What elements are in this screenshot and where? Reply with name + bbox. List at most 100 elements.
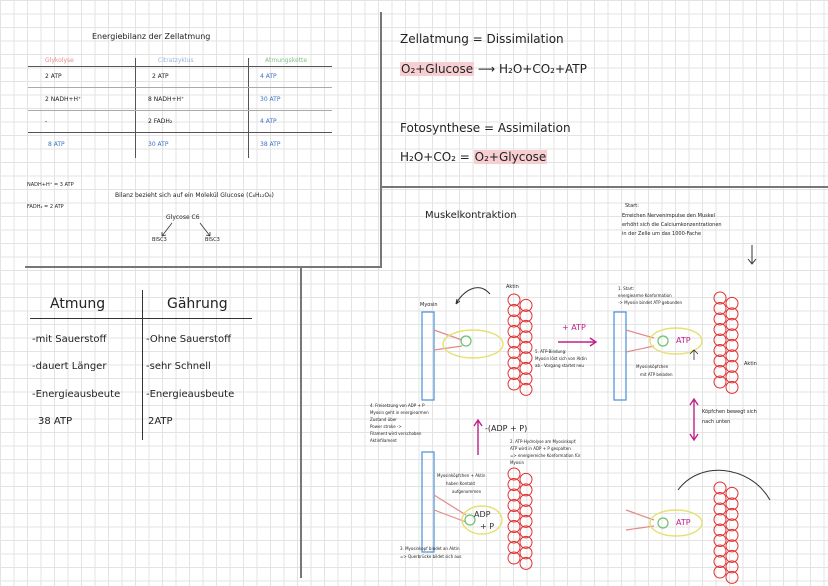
myosinkopf-atp-2: mit ATP beladen bbox=[640, 372, 673, 377]
cell-r3-c2: 2 FADH₂ bbox=[148, 118, 173, 125]
glycose-label: Glycose C6 bbox=[166, 214, 200, 221]
actin-bead bbox=[713, 323, 727, 336]
actin-bead bbox=[507, 335, 521, 349]
energiebilanz-title: Energiebilanz der Zellatmung bbox=[92, 32, 211, 41]
gaehrung-item-3: -Energieausbeute bbox=[146, 389, 235, 400]
actin-bead bbox=[507, 520, 521, 533]
gaehrung-heading: Gährung bbox=[167, 296, 228, 312]
zellatmung-equation: O₂+Glucose ⟶ H₂O+CO₂+ATP bbox=[400, 62, 587, 76]
fotosynthese-title: Fotosynthese = Assimilation bbox=[400, 121, 571, 135]
zellatmung-eq-left: O₂+Glucose bbox=[400, 62, 475, 76]
atmung-item-1: -mit Sauerstoff bbox=[32, 334, 107, 345]
step1-line-2: energiearme Konformation bbox=[618, 293, 672, 298]
actin-bead bbox=[519, 514, 533, 528]
actin-bead bbox=[725, 560, 739, 574]
step4-line-6: Aktinfilament bbox=[370, 438, 397, 443]
actin-bead bbox=[519, 319, 533, 333]
actin-bead bbox=[713, 333, 727, 347]
cell-r4-c1: 8 ATP bbox=[48, 141, 65, 148]
actin-bead bbox=[519, 556, 533, 570]
step4-line-1: 4. Freisetzung von ADP + P bbox=[370, 403, 425, 408]
vergleich-col-divider bbox=[142, 290, 143, 440]
bisc-left: BISC3 bbox=[152, 237, 167, 243]
actin-bead bbox=[519, 298, 533, 312]
myosin-label: Myosin bbox=[420, 302, 438, 308]
header-atmungskette: Atmungskette bbox=[265, 57, 308, 64]
actin-bead bbox=[507, 467, 521, 481]
actin-bead bbox=[725, 307, 739, 321]
plus-p-label: + P bbox=[480, 522, 495, 531]
actin-bead bbox=[519, 535, 533, 549]
actin-bead bbox=[713, 365, 727, 378]
aktin-label-top: Aktin bbox=[506, 284, 519, 290]
actin-bead bbox=[713, 523, 727, 537]
actin-bead bbox=[713, 375, 727, 389]
cell-r4-c2: 30 ATP bbox=[148, 141, 169, 148]
actin-bead bbox=[519, 351, 533, 365]
table-row-line-2 bbox=[28, 110, 332, 111]
koepfchen-line-1: Köpfchen bewegt sich bbox=[702, 409, 757, 415]
actin-bead bbox=[507, 346, 521, 359]
start-text-3: in der Zelle um das 1000-Fache bbox=[622, 231, 702, 237]
cell-r2-c2: 8 NADH+H⁺ bbox=[148, 96, 185, 103]
mk-aktin-2: haben Kontakt bbox=[446, 481, 476, 486]
adp-p-label: -(ADP + P) bbox=[485, 424, 528, 433]
step5-line-1: 5. ATP-Bindung: bbox=[535, 349, 567, 354]
step5-line-3: ab - Vorgang startet neu bbox=[535, 363, 584, 368]
step4-line-5: Filament wird verschoben bbox=[370, 431, 422, 436]
actin-bead bbox=[507, 499, 521, 512]
start-text-1: Erreichen Nervenimpulse den Muskel bbox=[622, 213, 715, 219]
actin-bead bbox=[713, 565, 727, 579]
actin-bead bbox=[725, 507, 739, 521]
actin-bead bbox=[519, 504, 533, 518]
actin-bead bbox=[713, 544, 727, 558]
fotosynthese-equation: H₂O+CO₂ = O₂+Glycose bbox=[400, 150, 548, 164]
actin-bead bbox=[519, 472, 533, 486]
adp-label: ADP bbox=[474, 510, 491, 519]
bisc-right: BISC3 bbox=[205, 237, 220, 243]
step4-line-4: Power stroke -> bbox=[370, 424, 402, 429]
actin-bead bbox=[519, 330, 533, 344]
table-col-divider-2 bbox=[248, 58, 249, 158]
actin-bead bbox=[507, 488, 521, 502]
cell-r1-c2: 2 ATP bbox=[152, 73, 169, 80]
table-col-divider-1 bbox=[135, 58, 136, 158]
actin-bead bbox=[507, 478, 521, 491]
note-nadh: NADH+H⁺ = 3 ATP bbox=[27, 182, 74, 188]
actin-bead bbox=[519, 382, 533, 396]
actin-bead bbox=[507, 530, 521, 544]
fotosynthese-eq-right: O₂+Glycose bbox=[473, 150, 548, 164]
actin-bead bbox=[725, 338, 739, 352]
start-title: Start: bbox=[625, 203, 639, 209]
mk-aktin-3: aufgenommen bbox=[452, 489, 482, 494]
actin-bead bbox=[507, 325, 521, 338]
actin-bead bbox=[725, 549, 739, 563]
actin-bead bbox=[713, 291, 727, 305]
divider-vertical-top bbox=[380, 12, 382, 267]
cell-r2-c3: 30 ATP bbox=[260, 96, 281, 103]
note-fadh: FADH₂ = 2 ATP bbox=[27, 204, 64, 210]
actin-chains bbox=[507, 291, 739, 584]
actin-bead bbox=[725, 296, 739, 310]
mk-aktin-1: Myosinköpfchen + Aktin bbox=[437, 473, 486, 478]
actin-bead bbox=[713, 534, 727, 547]
table-row-line-3 bbox=[28, 132, 332, 133]
actin-bead bbox=[725, 328, 739, 342]
actin-bead bbox=[713, 344, 727, 357]
header-citratzyklus: Citratzyklus bbox=[158, 57, 194, 64]
zellatmung-eq-arrow: ⟶ bbox=[477, 62, 496, 76]
gaehrung-item-4: 2ATP bbox=[148, 416, 173, 427]
actin-bead bbox=[713, 302, 727, 315]
cell-r1-c1: 2 ATP bbox=[45, 73, 62, 80]
step2-line-3: => energiereiche Konformation für bbox=[510, 453, 581, 458]
cell-r1-c3: 4 ATP bbox=[260, 73, 277, 80]
actin-bead bbox=[725, 380, 739, 394]
divider-vertical-bottom bbox=[300, 268, 302, 578]
atp-label-top: ATP bbox=[676, 336, 691, 345]
step2-line-4: Myosin bbox=[510, 460, 524, 465]
actin-bead bbox=[713, 555, 727, 568]
actin-bead bbox=[725, 486, 739, 500]
